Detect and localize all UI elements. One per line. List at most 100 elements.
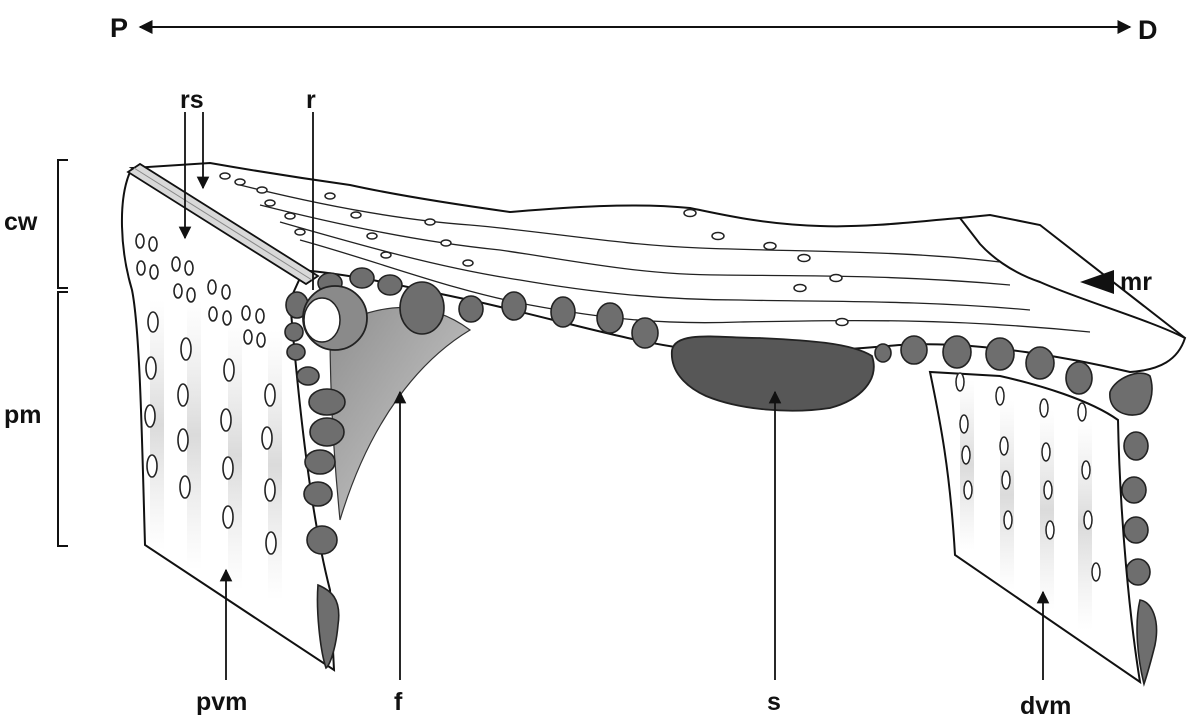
pore — [265, 384, 275, 406]
pore — [256, 309, 264, 323]
pore — [209, 307, 217, 321]
nodule — [297, 367, 319, 385]
pore — [149, 237, 157, 251]
sinus — [672, 336, 874, 410]
pore — [145, 405, 155, 427]
pore — [181, 338, 191, 360]
pore — [136, 234, 144, 248]
label-f: f — [394, 688, 403, 716]
label-mr: mr — [1120, 268, 1152, 296]
nodule — [597, 303, 623, 333]
pore — [178, 429, 188, 451]
pore — [222, 285, 230, 299]
pore — [441, 240, 451, 246]
pore — [798, 255, 810, 262]
pore — [1002, 471, 1010, 489]
nodule — [986, 338, 1014, 370]
pore — [265, 479, 275, 501]
nodule — [307, 526, 337, 554]
pore — [684, 210, 696, 217]
nodule-tip — [1137, 600, 1156, 684]
pore — [295, 229, 305, 235]
nodule — [1126, 559, 1150, 585]
pore — [1000, 437, 1008, 455]
pore — [235, 179, 245, 185]
label-s: s — [767, 688, 781, 716]
nodule — [378, 275, 402, 295]
pore — [172, 257, 180, 271]
pore — [185, 261, 193, 275]
nodule — [502, 292, 526, 320]
nodule — [632, 318, 658, 348]
pore — [174, 284, 182, 298]
distal-muscle-band — [960, 380, 974, 550]
axis-label-distal: D — [1138, 15, 1158, 45]
pore — [764, 243, 776, 250]
nodule — [551, 297, 575, 327]
nodule — [1066, 362, 1092, 394]
pore — [224, 359, 234, 381]
pore — [351, 212, 361, 218]
pore — [242, 306, 250, 320]
nodule — [459, 296, 483, 322]
label-pvm: pvm — [196, 688, 247, 716]
left-brackets: cw pm — [4, 160, 68, 546]
pore — [1040, 399, 1048, 417]
pore — [1044, 481, 1052, 499]
pore — [262, 427, 272, 449]
pore — [325, 193, 335, 199]
nodule — [309, 389, 345, 415]
nodule — [285, 323, 303, 341]
pore — [960, 415, 968, 433]
nodule — [1026, 347, 1054, 379]
nodule — [1124, 432, 1148, 460]
label-r: r — [306, 86, 316, 114]
label-dvm: dvm — [1020, 692, 1071, 720]
nodule — [400, 282, 444, 334]
pore — [962, 446, 970, 464]
nodule — [943, 336, 971, 368]
pore — [223, 506, 233, 528]
pore — [257, 187, 267, 193]
pore — [257, 333, 265, 347]
pore — [223, 457, 233, 479]
pore — [964, 481, 972, 499]
distal-vertical-membrane — [930, 372, 1140, 682]
pore — [146, 357, 156, 379]
pore — [208, 280, 216, 294]
nodule — [901, 336, 927, 364]
pore — [381, 252, 391, 258]
pore — [180, 476, 190, 498]
label-cw: cw — [4, 208, 38, 236]
nodule — [304, 482, 332, 506]
nodule-large-right — [1110, 373, 1152, 415]
pore — [221, 409, 231, 431]
pore — [425, 219, 435, 225]
pore — [244, 330, 252, 344]
distal-muscle-band — [1000, 400, 1014, 590]
nodule — [310, 418, 344, 446]
nodule — [350, 268, 374, 288]
pore — [147, 455, 157, 477]
proximal-muscle-band — [268, 330, 282, 600]
pore — [285, 213, 295, 219]
pore — [265, 200, 275, 206]
nodule — [1122, 477, 1146, 503]
socket-hole — [304, 298, 340, 342]
pore — [220, 173, 230, 179]
pore — [996, 387, 1004, 405]
pore — [1084, 511, 1092, 529]
pore — [1042, 443, 1050, 461]
pore — [463, 260, 473, 266]
pore — [1046, 521, 1054, 539]
pointer-mr-arrowhead — [1080, 270, 1114, 294]
pore — [178, 384, 188, 406]
label-pm: pm — [4, 401, 42, 429]
pore — [712, 233, 724, 240]
pore — [137, 261, 145, 275]
distal-muscle-band — [1040, 410, 1054, 610]
pore — [223, 311, 231, 325]
axis-label-proximal: P — [110, 13, 128, 43]
pore — [1004, 511, 1012, 529]
